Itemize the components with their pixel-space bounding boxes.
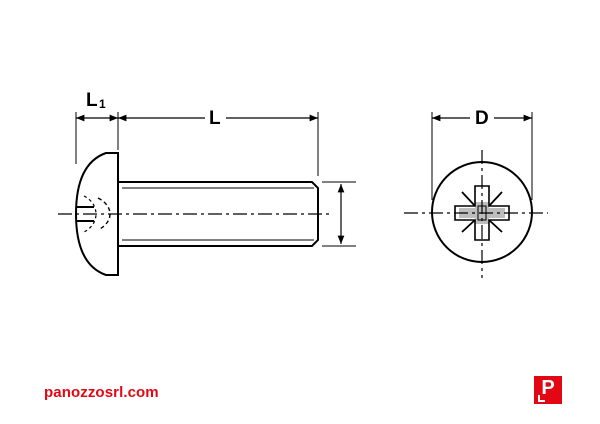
recess-center [477, 205, 487, 221]
l1-subscript: 1 [99, 97, 106, 111]
brand-logo: P [534, 376, 562, 404]
dimension-d [431, 112, 533, 200]
recess-hidden-lines-inner [83, 195, 97, 233]
screw-end-view [404, 150, 548, 278]
screw-side-view [58, 152, 330, 276]
website-link[interactable]: panozzosrl.com [44, 384, 159, 401]
dimension-thread-diameter [322, 181, 356, 247]
dimension-l1 [75, 112, 119, 164]
l-label: L [209, 108, 221, 129]
logo-corner-mark [538, 395, 545, 402]
d-label: D [475, 108, 489, 129]
head-slot [76, 206, 94, 222]
logo-letter: P [541, 377, 555, 399]
thread-root-lines [122, 187, 314, 241]
dimension-l [118, 112, 319, 176]
pozidriv-marks [461, 191, 503, 233]
l1-label: L [86, 90, 98, 111]
